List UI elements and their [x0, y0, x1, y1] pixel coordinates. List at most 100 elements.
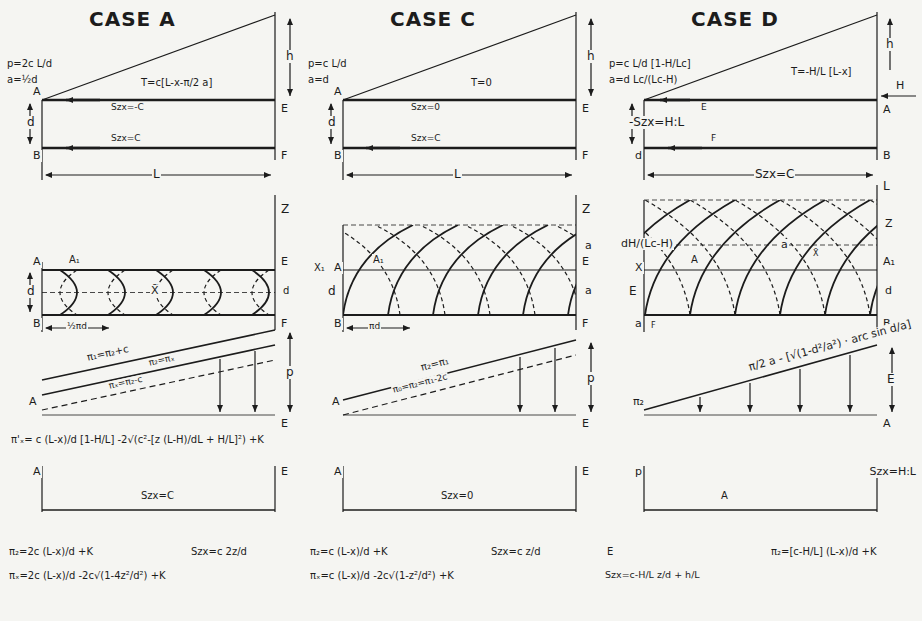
label: π₂=2c (L-x)/d +K: [8, 546, 94, 557]
label: ½πd: [66, 322, 88, 332]
label: d: [282, 285, 290, 296]
label: E: [581, 418, 590, 430]
label: E: [280, 466, 289, 478]
label: A₁: [372, 254, 385, 265]
label: F: [581, 150, 589, 162]
label: h: [285, 50, 295, 63]
label: F: [581, 318, 589, 330]
label: d: [26, 116, 36, 129]
label: T=0: [470, 77, 493, 88]
label: d: [26, 285, 36, 298]
label: A: [333, 466, 343, 478]
label: dH/(Lc-H): [620, 238, 674, 250]
label: a=½d: [6, 74, 39, 85]
label: p=c L/d [1-H/Lc]: [608, 58, 692, 69]
label: a=d Lc/(Lc-H): [608, 74, 678, 85]
label: -Szx=H:L: [628, 116, 685, 129]
label: h: [885, 38, 895, 51]
label: E: [581, 103, 590, 115]
case-title: CASE D: [690, 8, 780, 30]
label: E: [280, 256, 289, 268]
label: A: [333, 262, 343, 274]
label: B: [32, 318, 42, 330]
label: π₀=π₂=π₁-2c: [391, 372, 450, 396]
label: F: [710, 134, 717, 144]
label: A₁: [882, 256, 896, 268]
label: E: [628, 285, 638, 298]
label: d: [327, 285, 337, 298]
label: B: [882, 150, 892, 162]
label: Szx=C: [140, 490, 175, 501]
case-title: CASE C: [389, 8, 477, 30]
label: A: [882, 418, 892, 430]
label: π₂=π₁: [419, 355, 451, 373]
label: A: [333, 86, 343, 98]
label: πₓ=π₂-c: [107, 375, 144, 392]
label: π₂=c (L-x)/d +K: [309, 546, 389, 557]
label: a: [584, 240, 593, 252]
label: A: [690, 254, 699, 265]
label: Szx=C: [410, 134, 442, 144]
label: Szx=c z/d: [490, 546, 542, 557]
label: X₁: [313, 262, 326, 273]
label: Szx=-C: [110, 103, 145, 113]
label: E: [280, 103, 289, 115]
label: Szx=0: [440, 490, 474, 501]
label: E: [700, 103, 708, 113]
label: A: [32, 256, 42, 268]
label: Szx=C: [110, 134, 142, 144]
label: A: [331, 396, 341, 408]
label: Szx=c 2z/d: [190, 546, 248, 557]
label: Szx=H:L: [868, 466, 917, 478]
label: p=c L/d: [307, 58, 348, 69]
label: π₂=[c-H/L] (L-x)/d +K: [770, 546, 878, 557]
label: H: [895, 80, 905, 92]
label: h: [586, 50, 596, 63]
label: π₁=π₂+c: [85, 343, 131, 363]
label: p: [285, 366, 295, 379]
label: F: [650, 322, 657, 331]
label: B: [333, 150, 343, 162]
label: d: [327, 116, 337, 129]
label: A: [882, 104, 892, 116]
label: E: [581, 256, 590, 268]
label: a: [584, 285, 593, 297]
label: F: [280, 150, 288, 162]
label: E: [886, 373, 896, 386]
label: E: [606, 546, 614, 557]
label: B: [32, 150, 42, 162]
label: p=2c L/d: [6, 58, 53, 69]
label: Z: [581, 203, 591, 216]
label: E: [280, 418, 289, 430]
label: A₁: [68, 254, 81, 265]
label: A: [720, 490, 729, 501]
label: X̄: [150, 285, 160, 297]
label: A: [32, 466, 42, 478]
label: p: [586, 372, 596, 385]
label: πₓ=2c (L-x)/d -2c√(1-4z²/d²) +K: [8, 570, 167, 581]
label: a: [634, 318, 643, 330]
label: d: [884, 285, 893, 297]
label: π/2 a - [√(1-d²/a²) · arc sin d/a]: [746, 318, 913, 374]
label: Z: [280, 203, 290, 216]
label: T=c[L-x-π/2 a]: [140, 77, 213, 88]
label: a=d: [307, 74, 330, 85]
label: F: [280, 318, 288, 330]
label: X: [634, 262, 644, 274]
label: πₓ=c (L-x)/d -2c√(1-z²/d²) +K: [309, 570, 455, 581]
label: a: [780, 239, 789, 251]
label: E: [581, 466, 590, 478]
label: Szx=C: [754, 168, 795, 181]
label: Szx=0: [410, 103, 441, 113]
label: d: [634, 150, 643, 162]
label: A: [32, 86, 42, 98]
label: T=-H/L [L-x]: [790, 66, 852, 77]
label: p: [634, 466, 643, 478]
label: π'ₓ= c (L-x)/d [1-H/L] -2√(c²-[z (L-H)/d…: [10, 434, 265, 445]
label: L: [882, 180, 891, 193]
label: L: [453, 168, 462, 181]
label: π₂: [632, 396, 645, 408]
label: πd: [368, 322, 381, 332]
